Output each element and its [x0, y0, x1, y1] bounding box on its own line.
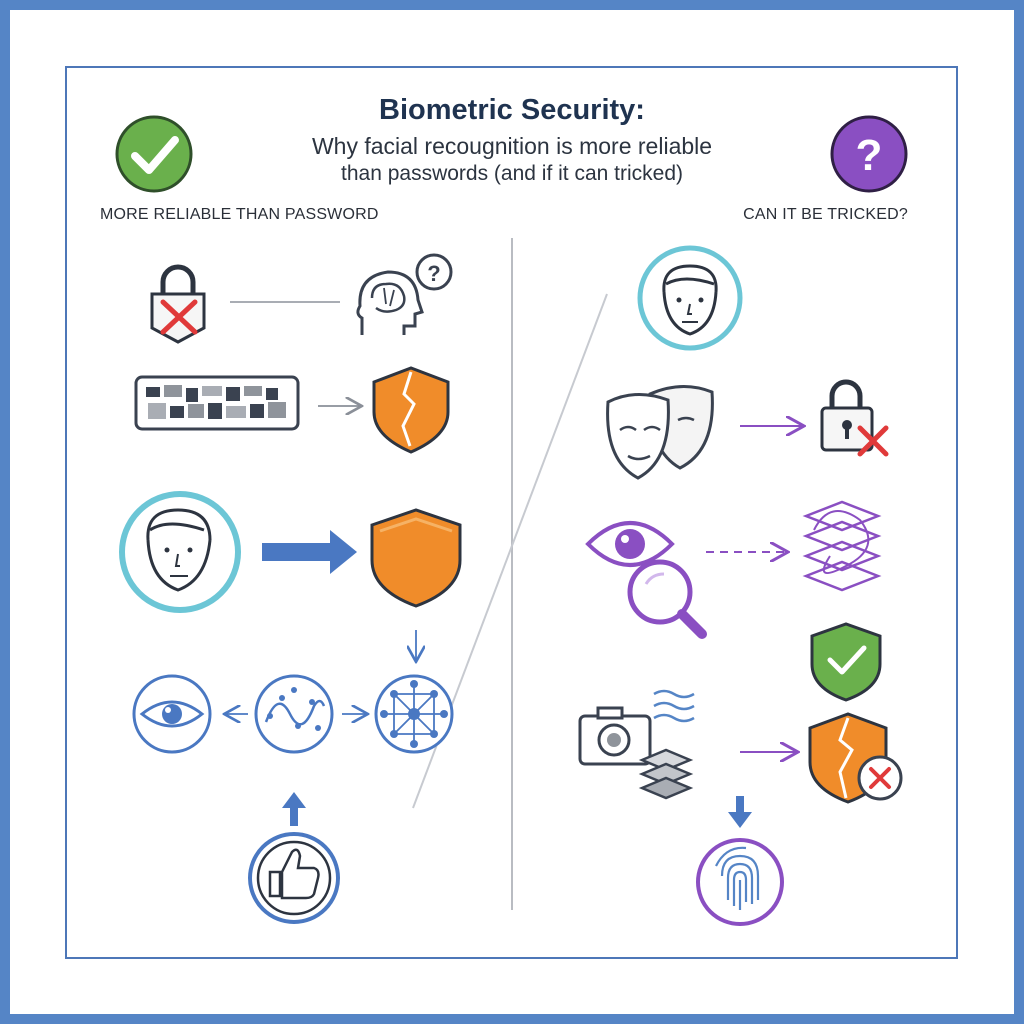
question-mark-glyph: ?	[856, 131, 883, 180]
shield-icon	[370, 508, 462, 608]
down-arrow	[728, 796, 752, 828]
padlock-crossed-icon	[820, 379, 889, 457]
checkmark-icon	[115, 115, 193, 193]
eye-icon	[132, 674, 212, 754]
subtitle-line-2: than passwords (and if it can tricked)	[341, 162, 683, 185]
up-arrow	[282, 792, 306, 826]
fingerprint-icon	[696, 838, 784, 926]
scrambled-password-icon	[134, 375, 300, 431]
face-icon	[119, 491, 241, 613]
cracked-shield-icon	[372, 366, 450, 454]
distorted-layers-icon	[802, 500, 882, 592]
svg-text:?: ?	[427, 261, 440, 286]
layers-icon	[638, 748, 694, 800]
left-column-label: MORE RELIABLE THAN PASSWORD	[100, 206, 379, 223]
eye-magnifier-icon	[585, 521, 707, 639]
content-border	[65, 66, 958, 959]
subtitle-line-1: Why facial recougnition is more reliable	[311, 133, 713, 159]
page-title: Biometric Security:	[379, 94, 645, 126]
network-node-icon	[374, 674, 454, 754]
blue-arrow	[262, 530, 357, 574]
padlock-crossed-icon	[150, 264, 206, 344]
thumbs-up-icon	[248, 832, 340, 924]
masks-icon	[606, 384, 714, 480]
camera-icon	[578, 689, 695, 766]
right-column-label: CAN IT BE TRICKED?	[743, 206, 908, 223]
brain-question-icon: ?	[356, 253, 453, 335]
question-mark-icon: ?	[830, 115, 908, 193]
neural-wave-icon	[254, 674, 334, 754]
check-shield-icon	[810, 622, 882, 702]
cracked-shield-x-icon	[808, 712, 903, 804]
face-icon	[637, 245, 743, 351]
